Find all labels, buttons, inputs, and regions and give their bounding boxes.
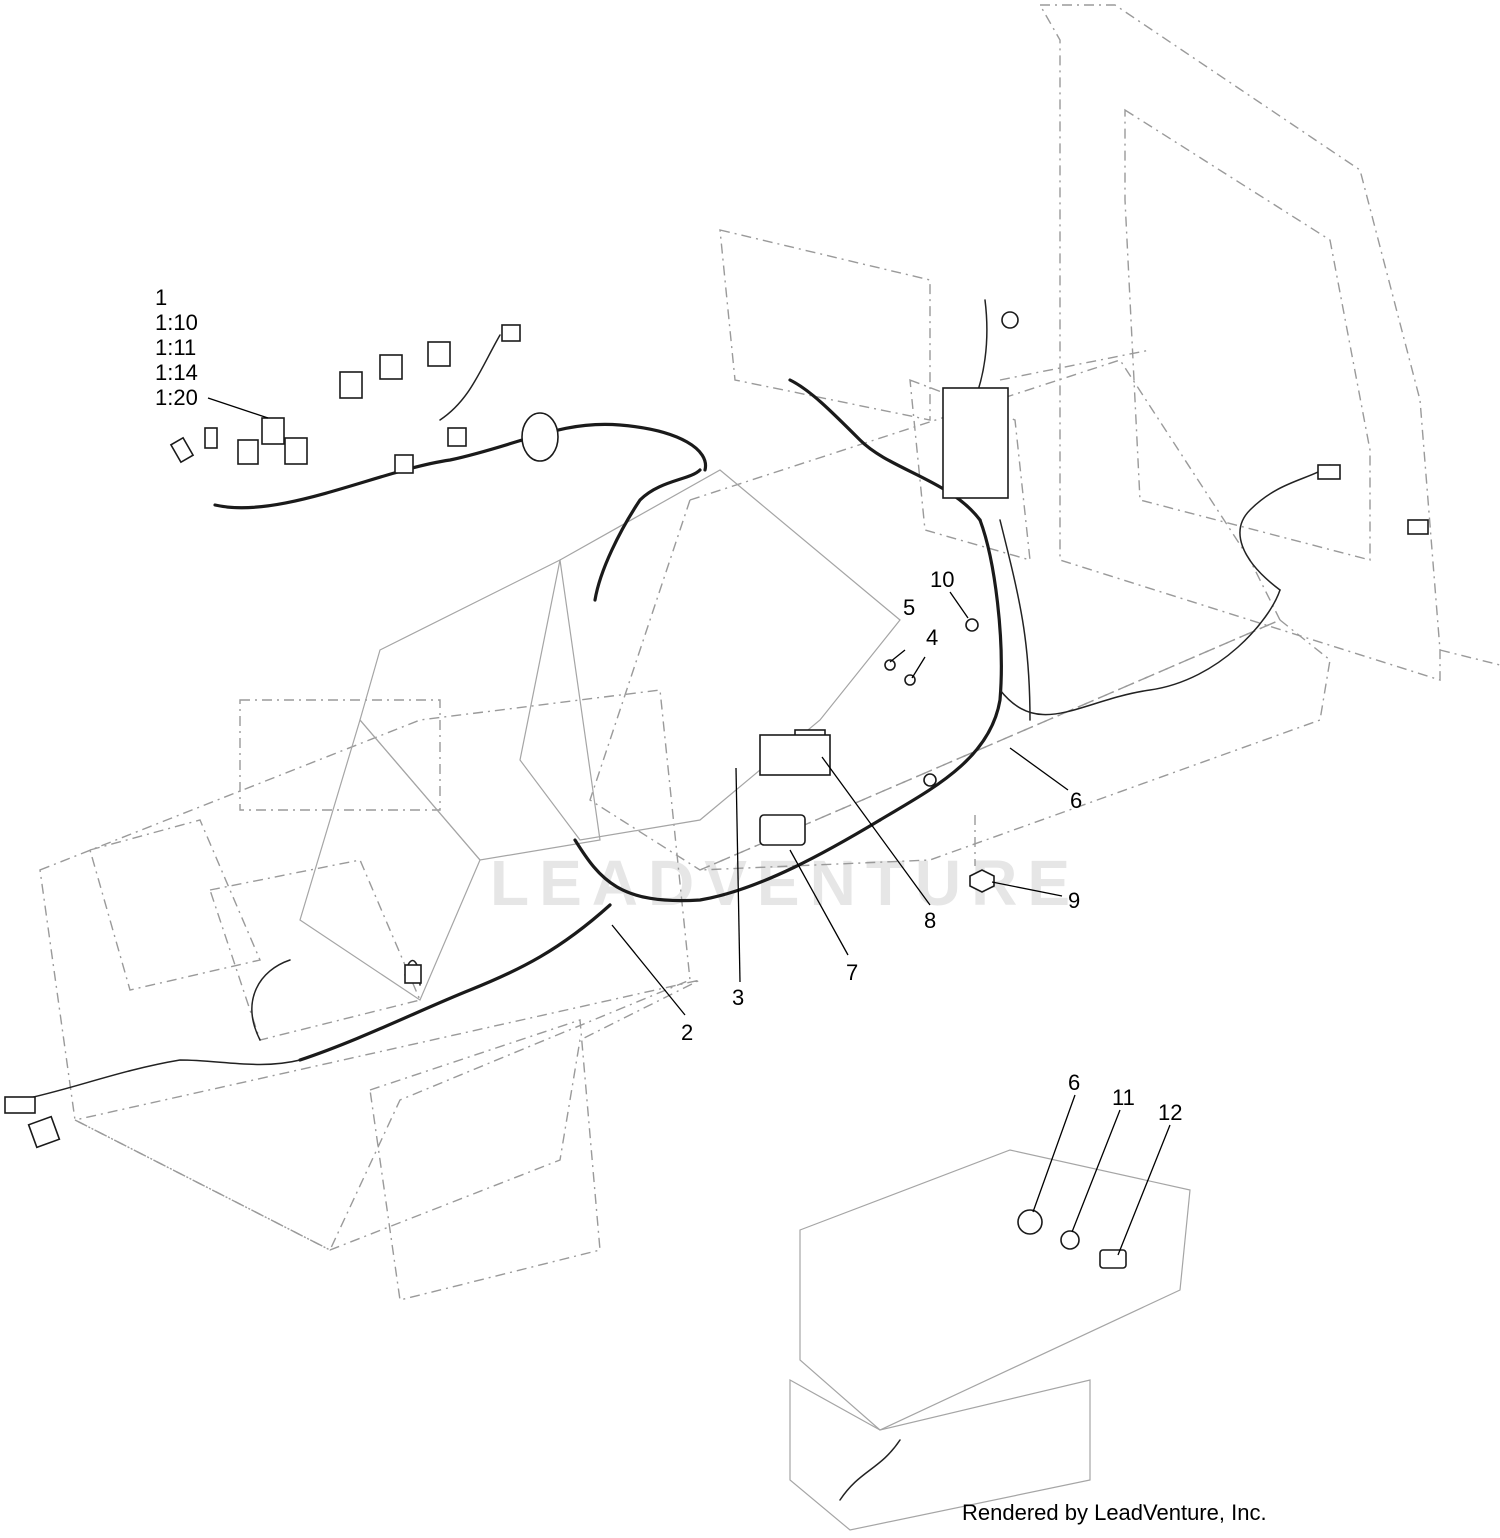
connector-block xyxy=(404,964,422,984)
callout-4: 4 xyxy=(926,625,938,650)
callout-labels: 1 1:10 1:11 1:14 1:20 2 3 4 5 6 7 8 9 10… xyxy=(155,285,1182,1125)
relay-7 xyxy=(759,814,806,846)
connector-block xyxy=(204,427,218,449)
connector-block xyxy=(1317,464,1341,480)
ground-terminal xyxy=(923,773,937,787)
ring-terminal xyxy=(1001,311,1019,329)
connector-block xyxy=(169,436,195,464)
inset-bolt-12 xyxy=(1099,1249,1127,1269)
callout-9: 9 xyxy=(1068,888,1080,913)
connector-block xyxy=(261,417,285,445)
inset-clamp-6 xyxy=(1017,1209,1043,1235)
connector-block xyxy=(394,454,414,474)
callout-2: 2 xyxy=(681,1020,693,1045)
callout-6-inset: 6 xyxy=(1068,1070,1080,1095)
inset-washer-11 xyxy=(1060,1230,1080,1250)
module-bracket-3 xyxy=(759,734,831,776)
connector-block xyxy=(427,341,451,367)
inset-detail xyxy=(789,1149,1191,1531)
callout-12: 12 xyxy=(1158,1100,1182,1125)
callout-1: 1 xyxy=(155,285,167,310)
nut-9 xyxy=(969,869,995,893)
nut-5 xyxy=(884,659,896,671)
connector-block xyxy=(1407,519,1429,535)
bulkhead-grommet xyxy=(521,412,559,462)
callout-10: 10 xyxy=(930,567,954,592)
callout-8: 8 xyxy=(924,908,936,933)
leader-lines xyxy=(207,397,1171,1256)
connectors xyxy=(4,311,1429,1149)
bolt-10 xyxy=(965,618,979,632)
callout-6: 6 xyxy=(1070,788,1082,813)
connector-block xyxy=(284,437,308,465)
chassis-frame xyxy=(39,229,1331,1301)
connector-block xyxy=(237,439,259,465)
rear-frame xyxy=(1038,4,1500,681)
callout-1-14: 1:14 xyxy=(155,360,198,385)
connector-block xyxy=(27,1115,61,1149)
render-credit: Rendered by LeadVenture, Inc. xyxy=(962,1500,1267,1525)
connector-block xyxy=(339,371,363,399)
connector-block xyxy=(447,427,467,447)
callout-5: 5 xyxy=(903,595,915,620)
callout-1-20: 1:20 xyxy=(155,385,198,410)
connector-block xyxy=(4,1096,36,1114)
callout-3: 3 xyxy=(732,985,744,1010)
connector-block xyxy=(379,354,403,380)
main-harness xyxy=(19,299,1331,1101)
callout-1-11: 1:11 xyxy=(155,335,196,360)
callout-11: 11 xyxy=(1112,1085,1135,1110)
callout-7: 7 xyxy=(846,960,858,985)
connector-block xyxy=(501,324,521,342)
callout-1-10: 1:10 xyxy=(155,310,198,335)
control-module xyxy=(942,387,1009,499)
